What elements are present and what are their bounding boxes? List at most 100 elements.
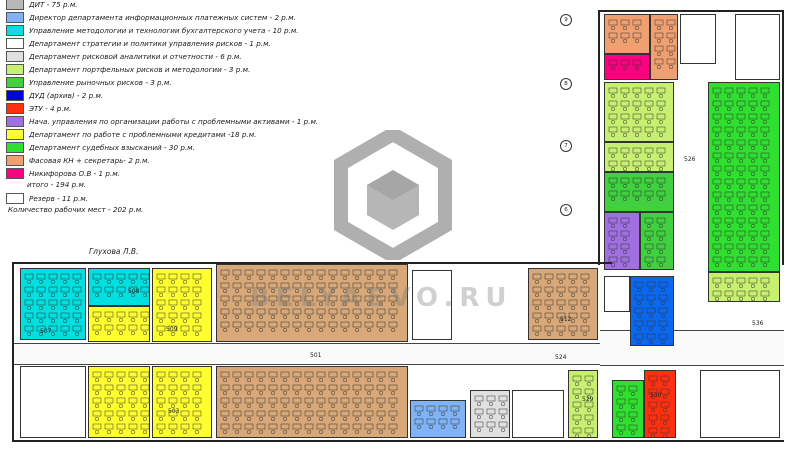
desk — [168, 371, 178, 378]
desk — [316, 269, 326, 276]
chair — [62, 305, 68, 311]
desk — [340, 321, 350, 328]
chair — [476, 414, 482, 420]
desk — [648, 427, 658, 434]
chair — [258, 314, 264, 320]
chair — [726, 223, 732, 229]
chair — [574, 394, 580, 400]
chair — [668, 38, 674, 44]
chair — [726, 197, 732, 203]
chair — [294, 390, 300, 396]
desk — [280, 397, 290, 404]
desk — [646, 281, 656, 288]
desk — [180, 273, 190, 280]
room-court-collection-2 — [612, 380, 644, 438]
chair — [750, 119, 756, 125]
chair — [738, 249, 744, 255]
desk — [608, 32, 618, 39]
desk — [620, 32, 630, 39]
chair — [738, 296, 744, 302]
desk — [48, 325, 58, 332]
desk — [192, 286, 202, 293]
chair — [668, 51, 674, 57]
chair — [38, 305, 44, 311]
desk — [116, 286, 126, 293]
chair — [488, 401, 494, 407]
chair — [182, 416, 188, 422]
chair — [106, 429, 112, 435]
chair — [366, 403, 372, 409]
desk — [376, 295, 386, 302]
desk — [748, 113, 758, 120]
chair — [258, 416, 264, 422]
desk — [180, 384, 190, 391]
desk — [376, 282, 386, 289]
chair — [582, 305, 588, 311]
chair — [738, 210, 744, 216]
desk — [760, 230, 770, 237]
chair — [94, 330, 100, 336]
chair — [440, 424, 446, 430]
desk — [648, 388, 658, 395]
axis-marker: 9 — [560, 14, 572, 26]
chair — [476, 427, 482, 433]
chair — [342, 327, 348, 333]
chair — [610, 119, 616, 125]
chair — [158, 416, 164, 422]
chair — [306, 288, 312, 294]
chair — [636, 326, 642, 332]
desk — [724, 230, 734, 237]
chair — [738, 236, 744, 242]
chair — [158, 377, 164, 383]
chair — [26, 279, 32, 285]
desk — [244, 397, 254, 404]
chair — [762, 249, 768, 255]
chair — [610, 196, 616, 202]
desk — [220, 321, 230, 328]
desk — [128, 384, 138, 391]
chair — [330, 301, 336, 307]
desk — [92, 273, 102, 280]
desk — [92, 286, 102, 293]
chair — [662, 407, 668, 413]
desk — [620, 113, 630, 120]
chair — [660, 287, 666, 293]
desk — [72, 312, 82, 319]
chair — [282, 275, 288, 281]
desk — [220, 423, 230, 430]
chair — [130, 330, 136, 336]
chair — [182, 377, 188, 383]
desk — [304, 295, 314, 302]
chair — [610, 106, 616, 112]
chair — [390, 288, 396, 294]
desk — [736, 152, 746, 159]
chair — [610, 132, 616, 138]
room-court-collection — [708, 82, 780, 272]
chair — [294, 403, 300, 409]
chair — [318, 416, 324, 422]
desk — [180, 312, 190, 319]
desk — [340, 269, 350, 276]
chair — [366, 327, 372, 333]
chair — [574, 407, 580, 413]
chair — [50, 318, 56, 324]
chair — [130, 377, 136, 383]
desk — [60, 299, 70, 306]
chair — [318, 390, 324, 396]
legend-text: Никифорова О.В - 1 р.м. — [29, 168, 120, 178]
chair — [630, 404, 636, 410]
desk — [748, 290, 758, 297]
desk — [60, 312, 70, 319]
chair — [658, 262, 664, 268]
axis-marker: 6 — [560, 204, 572, 216]
chair — [194, 390, 200, 396]
desk — [620, 100, 630, 107]
desk — [220, 397, 230, 404]
chair — [318, 429, 324, 435]
chair — [130, 279, 136, 285]
legend-text: ДИТ - 75 р.м. — [29, 0, 78, 9]
chair — [170, 377, 176, 383]
desk — [620, 256, 630, 263]
desk — [232, 321, 242, 328]
chair — [646, 153, 652, 159]
